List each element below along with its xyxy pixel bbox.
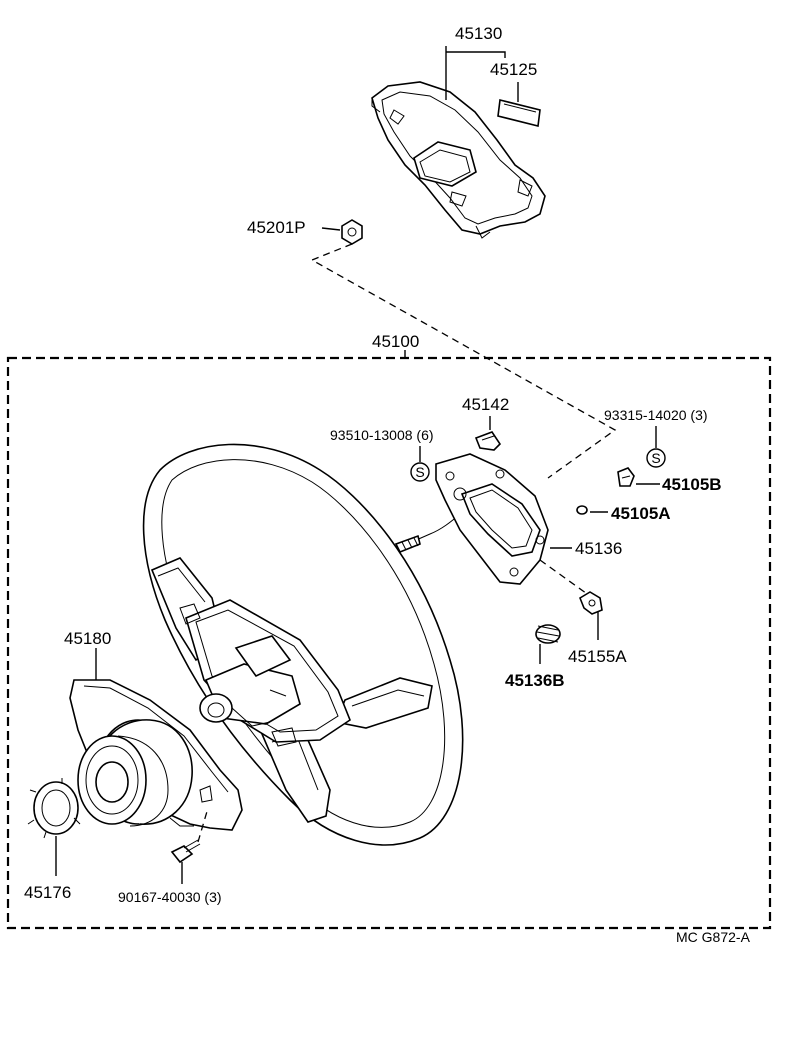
callout-45136b: 45136B: [505, 671, 565, 690]
nut-part: [341, 219, 363, 245]
callout-93315: 93315-14020 (3): [604, 407, 708, 423]
callout-90167: 90167-40030 (3): [118, 889, 222, 905]
callout-45176: 45176: [24, 883, 71, 902]
bolt-part: [617, 467, 635, 487]
callout-45105b: 45105B: [662, 475, 722, 494]
ring-part: [27, 778, 81, 839]
callout-45136: 45136: [575, 539, 622, 558]
contact-plate: [435, 453, 549, 585]
washer-part: [576, 505, 588, 515]
screw-part: [170, 839, 201, 864]
spring-part: [535, 624, 561, 644]
callout-45142: 45142: [462, 395, 509, 414]
callout-45100: 45100: [372, 332, 419, 351]
leader-45201p: [321, 227, 341, 231]
clip-part: [474, 431, 502, 451]
callout-45155a: 45155A: [568, 647, 627, 666]
dashed-assembly-line: [310, 243, 617, 479]
dashed-45155a: [539, 559, 591, 597]
dashed-90167: [197, 807, 209, 843]
screw-symbol-icon: S: [415, 464, 424, 480]
callout-45130: 45130: [455, 24, 502, 43]
clamp-part: [579, 591, 603, 615]
screw-symbol-right: S: [646, 448, 666, 468]
callout-45201p: 45201P: [247, 218, 306, 237]
steering-pad-cover: [371, 81, 546, 239]
callout-45105a: 45105A: [611, 504, 671, 523]
callout-45180: 45180: [64, 629, 111, 648]
spiral-cable: [77, 719, 193, 827]
callout-45125: 45125: [490, 60, 537, 79]
leader-45130-b: [446, 51, 506, 58]
screw-symbol-left: S: [410, 462, 430, 482]
emblem-part: [497, 99, 541, 127]
diagram-code: MC G872-A: [676, 929, 751, 945]
callout-93510: 93510-13008 (6): [330, 427, 434, 443]
screw-symbol-icon: S: [651, 450, 660, 466]
steering-wheel: [142, 443, 464, 846]
assembly-frame: [6, 356, 772, 930]
